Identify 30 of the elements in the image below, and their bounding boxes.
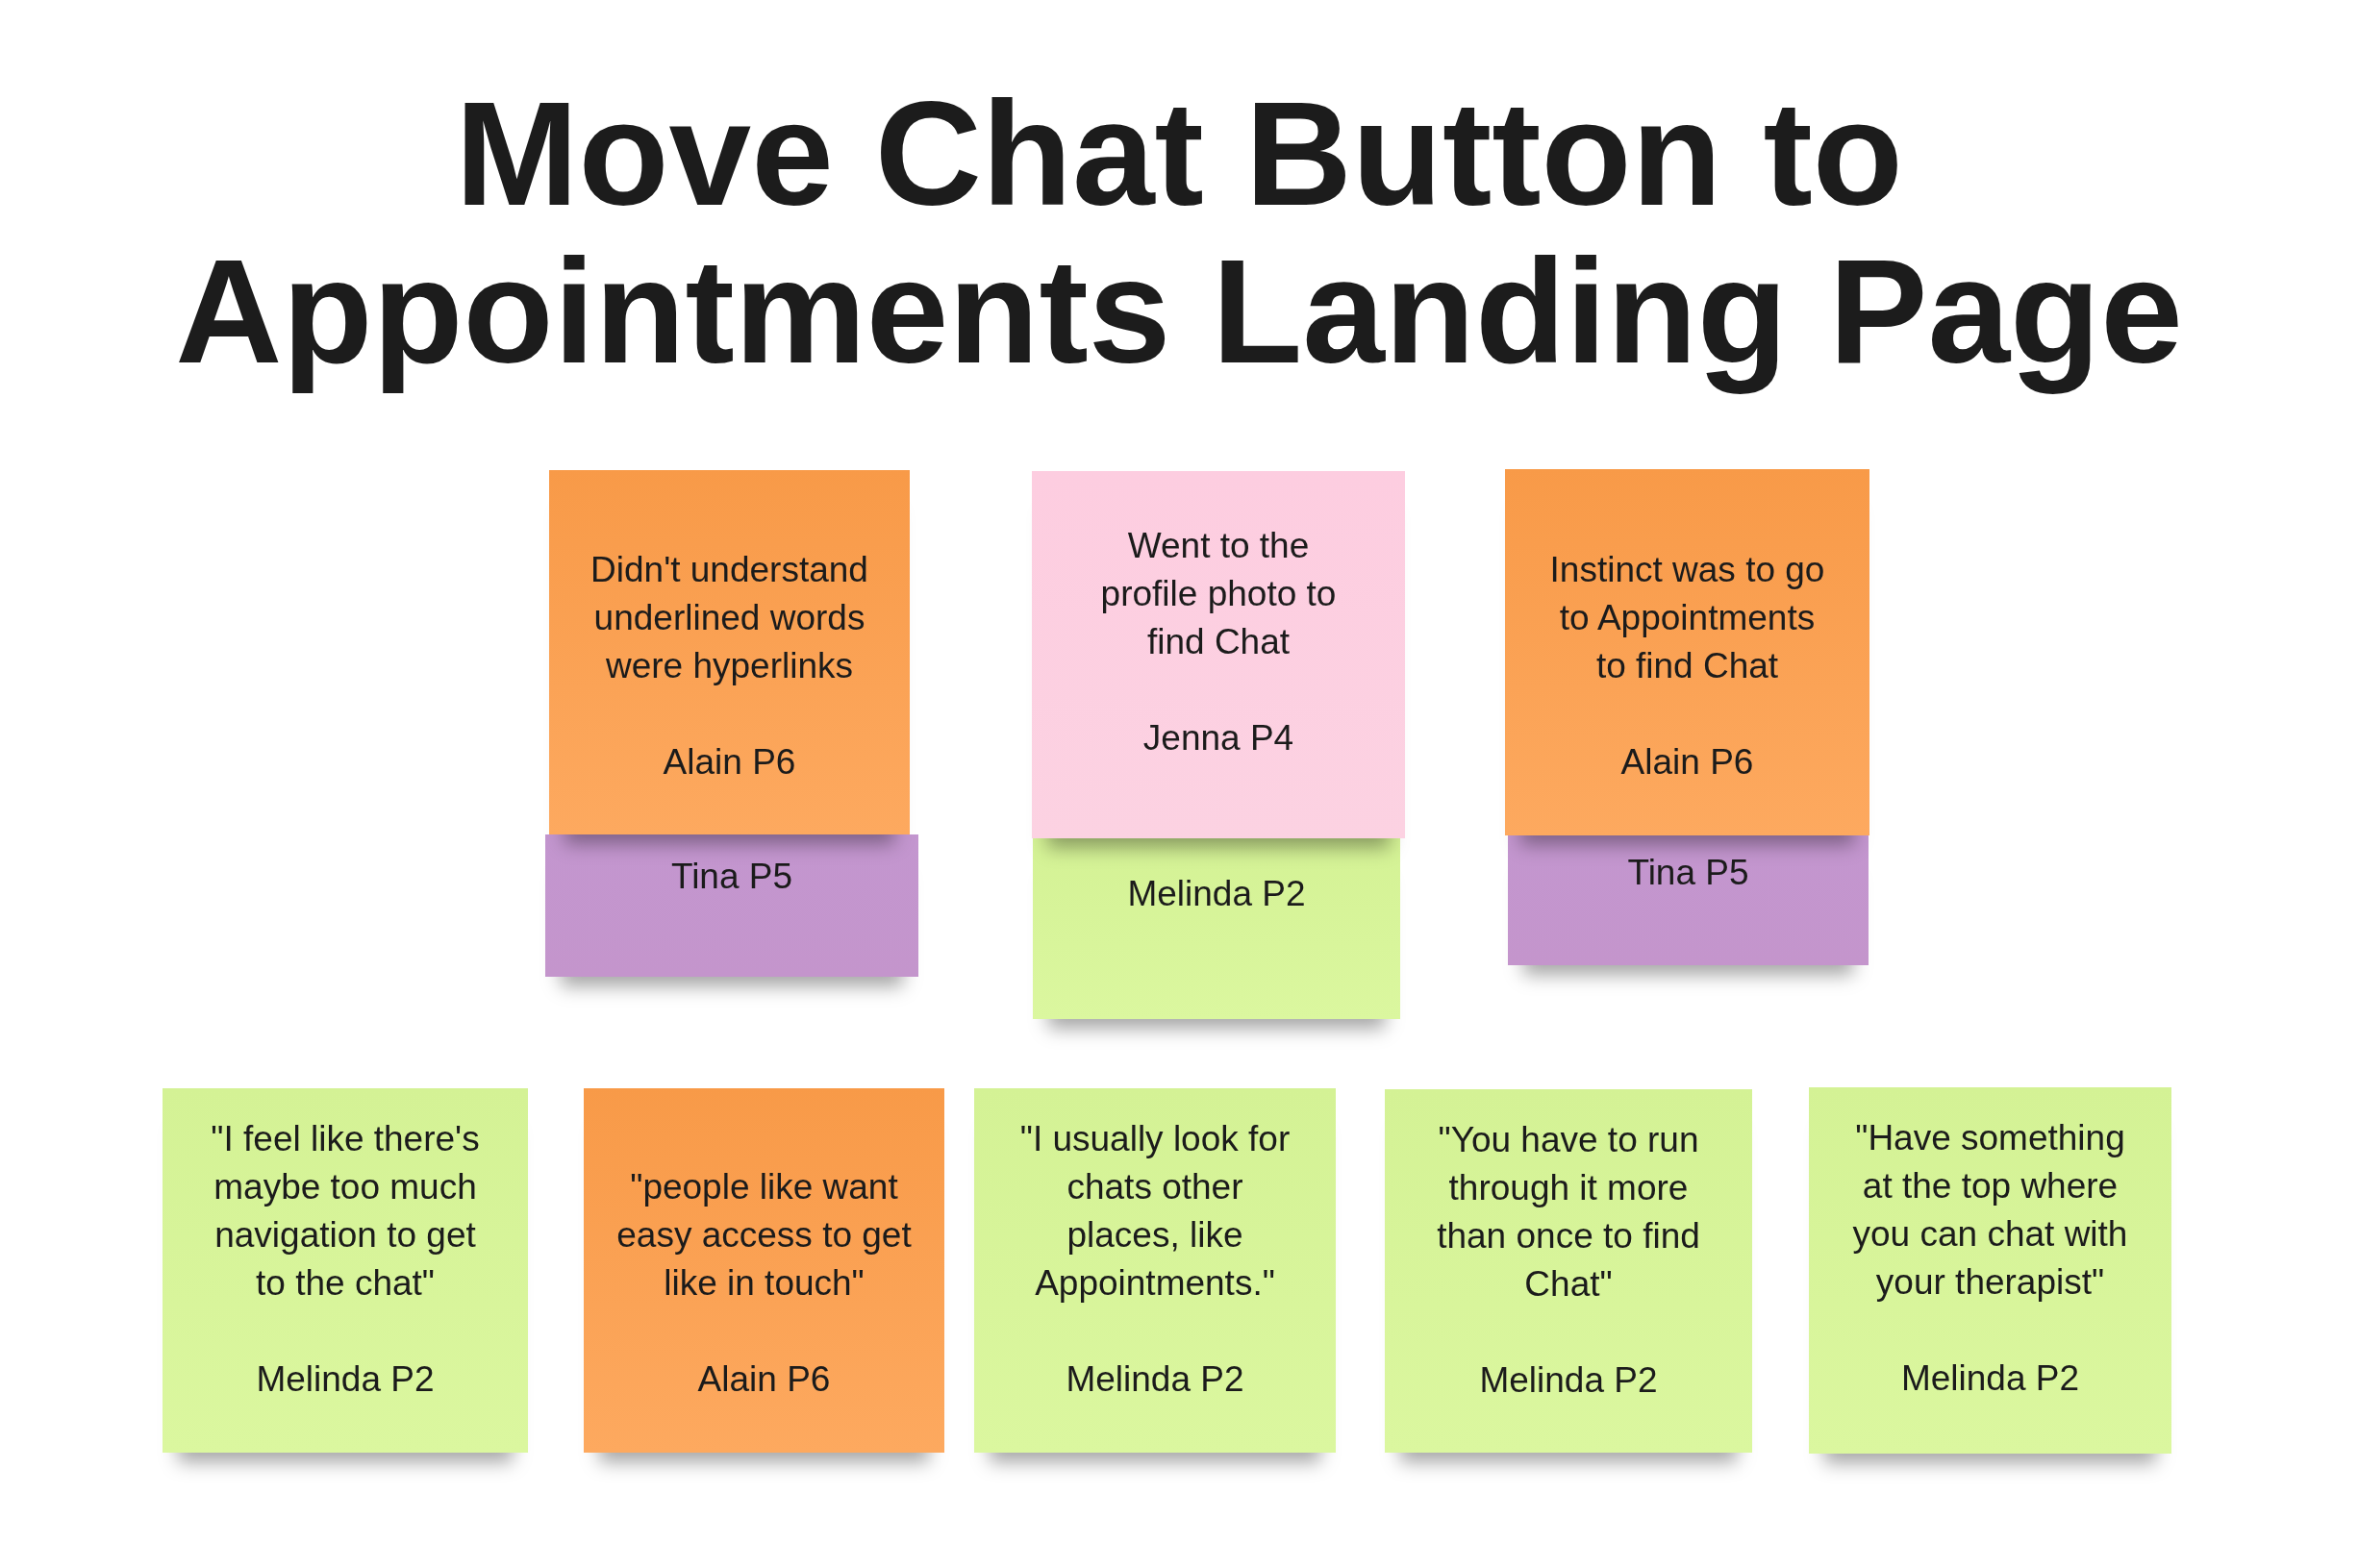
- note-text: Instinct was to go to Appointments to find Chat: [1548, 549, 1826, 687]
- note-text: Went to the profile photo to find Chat: [1099, 525, 1338, 663]
- sticky-note: [584, 1088, 944, 1453]
- note-text: Didn't understand underlined words were hyperlinks: [590, 549, 869, 687]
- note-text: "I feel like there's maybe too much navigation to get to the chat": [210, 1118, 481, 1305]
- sticky-note: [1508, 835, 1869, 965]
- sticky-note: [1032, 471, 1405, 838]
- note-text: "people like want easy access to get like in touch": [615, 1166, 913, 1305]
- note-text: "You have to run through it more than once to find Chat": [1436, 1119, 1701, 1306]
- participant-label: Jenna P4: [1141, 717, 1295, 759]
- participant-label: Alain P6: [1619, 741, 1755, 784]
- note-text: "I usually look for chats other places, like Appointments.": [1018, 1118, 1292, 1305]
- sticky-note: [545, 834, 918, 977]
- sticky-note: [163, 1088, 528, 1453]
- sticky-note: [974, 1088, 1336, 1453]
- participant-label: Melinda P2: [255, 1358, 436, 1401]
- participant-label: Alain P6: [696, 1358, 832, 1401]
- sticky-note: [1505, 469, 1869, 835]
- participant-label: Tina P5: [669, 856, 794, 898]
- participant-label: Melinda P2: [1065, 1358, 1245, 1401]
- sticky-note: [549, 470, 910, 834]
- participant-label: Tina P5: [1626, 852, 1750, 894]
- sticky-note: [1033, 838, 1400, 1019]
- participant-label: Melinda P2: [1899, 1357, 2081, 1400]
- participant-label: Alain P6: [662, 741, 797, 784]
- sticky-note: [1809, 1087, 2171, 1454]
- sticky-note: [1385, 1089, 1752, 1453]
- participant-label: Melinda P2: [1478, 1359, 1659, 1402]
- note-text: "Have something at the top where you can chat with your therapist": [1851, 1117, 2129, 1304]
- participant-label: Melinda P2: [1126, 873, 1307, 915]
